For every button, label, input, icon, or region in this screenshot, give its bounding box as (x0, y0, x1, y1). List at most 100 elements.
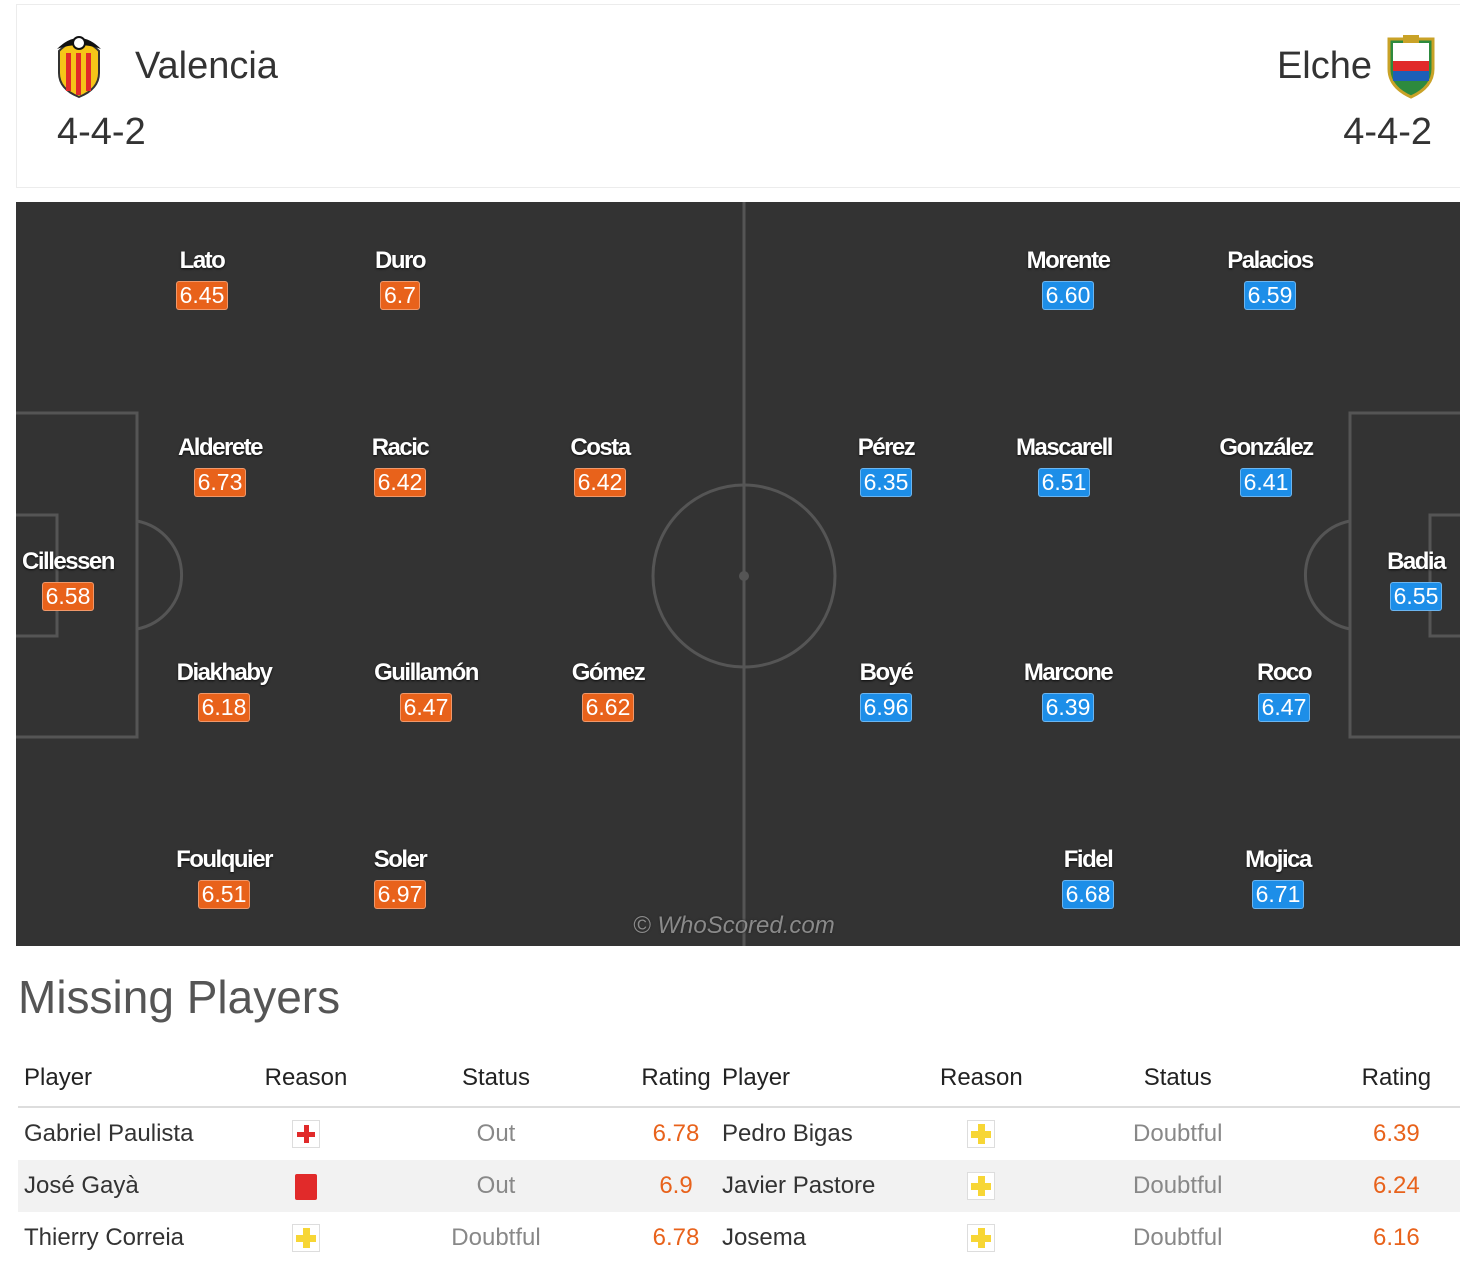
missing-player-name[interactable]: Javier Pastore (716, 1160, 940, 1212)
missing-player-name[interactable]: José Gayà (18, 1160, 256, 1212)
doubtful-icon[interactable] (967, 1172, 996, 1201)
player-marker-soler[interactable]: Soler 6.97 (345, 846, 455, 909)
col-header-reason[interactable]: Reason (940, 1050, 1023, 1108)
player-name[interactable]: Racic (371, 434, 430, 461)
player-marker-morente[interactable]: Morente 6.60 (1013, 247, 1123, 310)
player-rating-badge: 6.60 (1041, 281, 1095, 310)
elche-crest-icon (1387, 35, 1435, 99)
player-name[interactable]: Mojica (1245, 846, 1312, 873)
player-name[interactable]: Soler (373, 846, 428, 873)
doubtful-icon[interactable] (967, 1224, 996, 1253)
player-name[interactable]: Fidel (1063, 846, 1114, 873)
match-header: Valencia 4-4-2 Elche 4-4-2 (16, 4, 1460, 188)
col-header-player[interactable]: Player (18, 1050, 256, 1108)
player-rating-badge: 6.68 (1061, 880, 1115, 909)
missing-player-reason (940, 1212, 1023, 1264)
missing-player-rating: 6.39 (1373, 1120, 1420, 1147)
player-marker-gomez[interactable]: Gómez 6.62 (553, 659, 663, 722)
player-rating-badge: 6.97 (373, 880, 427, 909)
missing-player-rating: 6.78 (652, 1120, 700, 1147)
missing-player-status: Doubtful (1133, 1120, 1223, 1147)
table-header-row: Player Reason Status Rating Player Reaso… (18, 1050, 1460, 1108)
player-marker-foulquier[interactable]: Foulquier 6.51 (169, 846, 279, 909)
col-header-rating[interactable]: Rating (636, 1050, 716, 1108)
player-name[interactable]: Roco (1257, 659, 1313, 686)
missing-player-status: Doubtful (1022, 1160, 1333, 1212)
injury-icon[interactable] (292, 1120, 320, 1149)
player-marker-costa[interactable]: Costa 6.42 (545, 434, 655, 497)
table-row: Gabriel Paulista Out 6.78 Pedro Bigas Doubtf… (18, 1107, 1460, 1160)
player-rating-badge: 6.51 (197, 880, 251, 909)
player-rating-badge: 6.73 (193, 468, 247, 497)
player-name[interactable]: Mascarell (1016, 434, 1113, 461)
col-header-reason[interactable]: Reason (256, 1050, 356, 1108)
player-rating-badge: 6.62 (581, 693, 635, 722)
player-marker-cillessen[interactable]: Cillessen 6.58 (16, 548, 123, 611)
red-card-icon[interactable] (295, 1173, 317, 1200)
player-name[interactable]: Boyé (859, 659, 914, 686)
player-name[interactable]: Morente (1026, 247, 1111, 274)
player-rating-badge: 6.35 (859, 468, 913, 497)
player-name[interactable]: Badia (1387, 548, 1446, 575)
col-header-status[interactable]: Status (356, 1050, 636, 1108)
player-name[interactable]: Duro (375, 247, 427, 274)
col-header-status[interactable]: Status (1022, 1050, 1333, 1108)
player-name[interactable]: Costa (570, 434, 631, 461)
player-rating-badge: 6.7 (380, 281, 420, 310)
home-formation: 4-4-2 (57, 111, 146, 153)
player-name[interactable]: González (1219, 434, 1314, 461)
player-marker-perez[interactable]: Pérez 6.35 (831, 434, 941, 497)
missing-player-name[interactable]: Josema (722, 1224, 807, 1251)
col-header-rating[interactable]: Rating (1332, 1050, 1460, 1108)
valencia-crest-icon (57, 36, 101, 99)
col-header-player[interactable]: Player (716, 1050, 940, 1108)
player-marker-alderete[interactable]: Alderete 6.73 (165, 434, 275, 497)
player-marker-diakhaby[interactable]: Diakhaby 6.18 (169, 659, 279, 722)
player-name[interactable]: Foulquier (176, 846, 273, 873)
missing-player-status: Out (356, 1160, 636, 1212)
home-team-name[interactable]: Valencia (135, 45, 278, 87)
watermark: © WhoScored.com (633, 912, 835, 939)
player-name[interactable]: Cillessen (22, 548, 115, 575)
player-name[interactable]: Lato (179, 247, 226, 274)
missing-player-name[interactable]: Gabriel Paulista (24, 1120, 194, 1147)
missing-player-name[interactable]: Thierry Correia (24, 1224, 185, 1251)
doubtful-icon[interactable] (292, 1224, 320, 1253)
player-rating-badge: 6.47 (1257, 693, 1311, 722)
player-rating-badge: 6.18 (197, 693, 251, 722)
player-name[interactable]: Marcone (1023, 659, 1114, 686)
player-rating-badge: 6.58 (41, 582, 95, 611)
missing-player-status: Out (476, 1120, 516, 1147)
player-marker-duro[interactable]: Duro 6.7 (345, 247, 455, 310)
player-marker-fidel[interactable]: Fidel 6.68 (1033, 846, 1143, 909)
missing-player-rating: 6.9 (636, 1160, 716, 1212)
player-name[interactable]: Pérez (857, 434, 916, 461)
player-name[interactable]: Diakhaby (176, 659, 273, 686)
player-name[interactable]: Palacios (1227, 247, 1314, 274)
missing-player-status: Doubtful (451, 1224, 541, 1251)
away-team-name[interactable]: Elche (1276, 45, 1372, 87)
player-name[interactable]: Guillamón (374, 659, 479, 686)
player-name[interactable]: Gómez (571, 659, 646, 686)
player-marker-palacios[interactable]: Palacios 6.59 (1215, 247, 1325, 310)
player-marker-roco[interactable]: Roco 6.47 (1229, 659, 1339, 722)
missing-player-name[interactable]: Pedro Bigas (722, 1120, 853, 1147)
player-rating-badge: 6.59 (1243, 281, 1297, 310)
missing-player-reason (256, 1160, 356, 1212)
doubtful-icon[interactable] (967, 1120, 996, 1149)
missing-player-status: Doubtful (1133, 1224, 1223, 1251)
player-name[interactable]: Alderete (177, 434, 264, 461)
player-rating-badge: 6.42 (573, 468, 627, 497)
